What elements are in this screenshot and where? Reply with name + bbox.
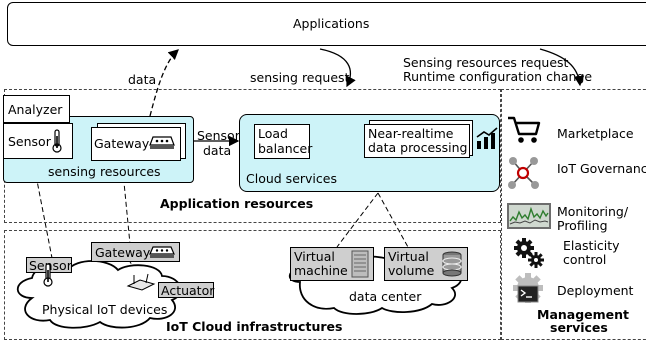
elasticity-label-2: control: [563, 252, 607, 267]
deployment-label: Deployment: [557, 283, 634, 298]
mgmt-request-line1: Sensing resources request: [403, 55, 569, 70]
vv-link: [377, 192, 409, 248]
router-icon: [149, 136, 175, 149]
data-label: data: [128, 72, 157, 87]
sensor-label: Sensor: [8, 134, 51, 149]
load-balancer-label-1: Load: [258, 126, 288, 141]
vv-label-1: Virtual: [388, 249, 429, 264]
cloud-services-label: Cloud services: [246, 171, 337, 186]
sensor-data-label-1: Sensor: [197, 128, 240, 143]
monitoring-label-1: Monitoring/: [557, 204, 629, 219]
iot-infrastructure-region: [4, 230, 501, 340]
management-title-1: Management: [537, 307, 630, 322]
deploy-icon: [513, 273, 543, 303]
applications-box: [7, 2, 646, 46]
nrdp-label-2: data processing: [368, 140, 468, 155]
nrdp-label-1: Near-realtime: [368, 126, 454, 141]
sensing-request-arrow: [319, 48, 356, 88]
trend-chart-icon: [476, 127, 498, 149]
cart-icon: [508, 116, 541, 143]
sensing-request-label: sensing request: [250, 70, 350, 85]
vm-label-1: Virtual: [294, 249, 335, 264]
monitor-chart-icon: [507, 203, 551, 229]
management-title-2: services: [550, 320, 608, 335]
load-balancer-label-2: balancer: [258, 141, 313, 156]
load-balancer-box: [254, 124, 310, 159]
physical-thermometer-icon: [43, 263, 53, 287]
monitoring-label-2: Profiling: [557, 218, 608, 233]
physical-gateway-label: Gateway: [95, 245, 151, 260]
management-services-region: [501, 89, 646, 340]
physical-devices-label: Physical IoT devices: [42, 302, 168, 317]
actuator-box: [158, 282, 214, 298]
application-resources-title: Application resources: [160, 196, 314, 211]
gears-icon: [514, 238, 544, 268]
elasticity-label-1: Elasticity: [563, 238, 620, 253]
vv-label-2: volume: [388, 263, 435, 278]
analyzer-label: Analyzer: [8, 102, 63, 117]
sensing-resources-label: sensing resources: [48, 164, 161, 179]
data-flow-arrow: [149, 49, 179, 117]
iot-infrastructure-title: IoT Cloud infrastructures: [166, 319, 343, 334]
vm-label-2: machine: [294, 263, 348, 278]
sensor-data-label-2: data: [203, 143, 232, 158]
physical-router-icon: [149, 246, 175, 258]
applications-label: Applications: [293, 16, 370, 31]
sensor-box: [3, 123, 73, 159]
marketplace-label: Marketplace: [557, 126, 634, 141]
management-request-arrow: [539, 48, 585, 87]
vm-link: [336, 192, 379, 248]
actuator-label: Actuator: [161, 283, 215, 298]
access-point-icon: [126, 273, 156, 291]
network-icon: [508, 157, 539, 189]
mgmt-request-line2: Runtime configuration change: [403, 69, 593, 84]
thermometer-icon: [52, 129, 62, 153]
gateway-label: Gateway: [94, 136, 150, 151]
nrdp-box: [364, 124, 470, 158]
server-icon: [351, 250, 369, 278]
governance-label: IoT Governance: [557, 161, 646, 176]
data-center-label: data center: [349, 289, 422, 304]
database-icon: [442, 251, 462, 277]
analyzer-box: [3, 95, 70, 123]
